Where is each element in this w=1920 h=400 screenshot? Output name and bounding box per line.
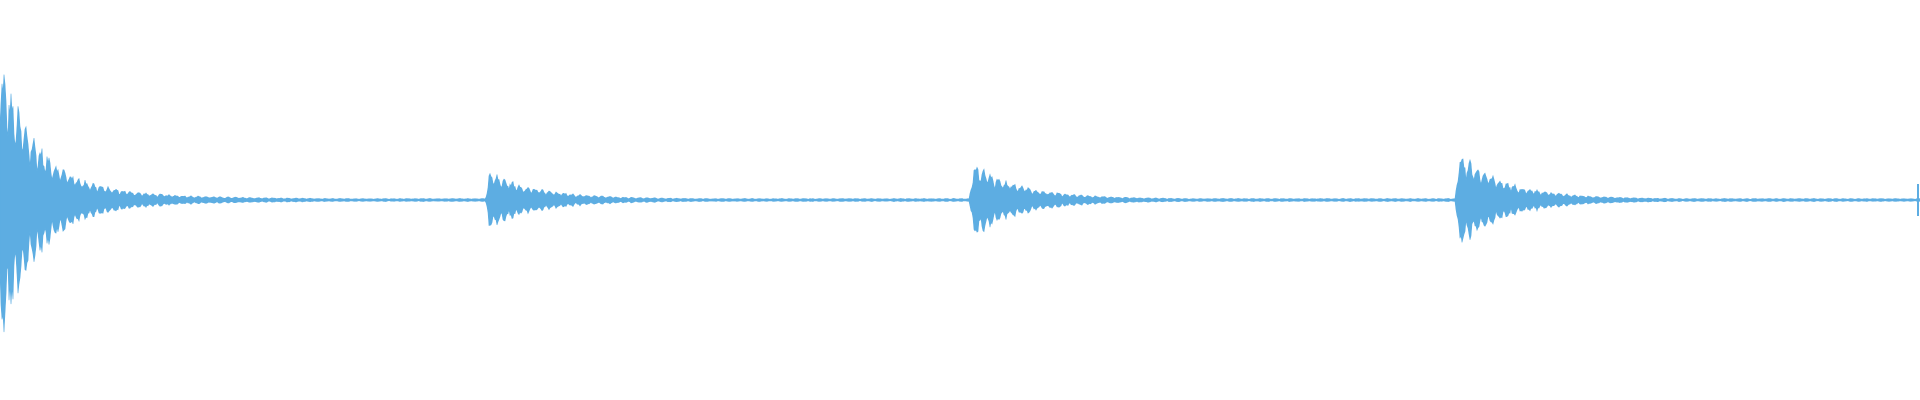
waveform-envelope	[0, 74, 1920, 333]
